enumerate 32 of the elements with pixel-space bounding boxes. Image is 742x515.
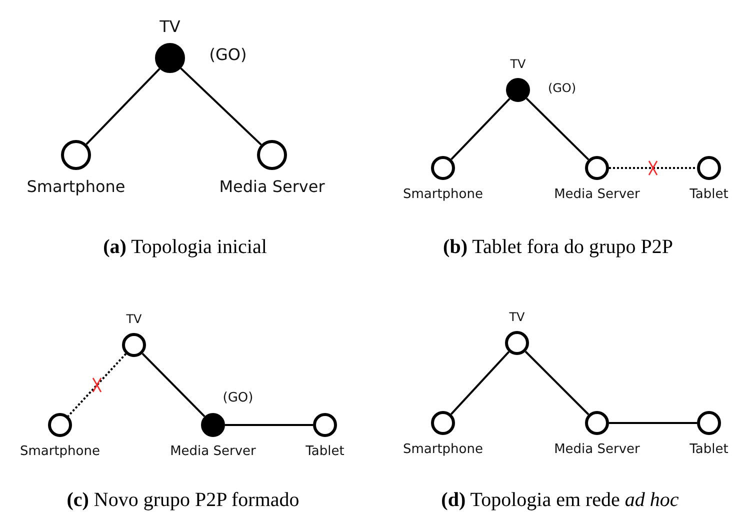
connector-line <box>609 167 697 169</box>
node-label: Smartphone <box>402 441 483 458</box>
node-label: Smartphone <box>26 176 126 197</box>
connector-line <box>526 98 590 160</box>
node-label: Media Server <box>554 186 640 203</box>
connector-line <box>524 350 590 416</box>
node-label: Tablet <box>690 186 728 203</box>
node-annotation: (GO) <box>548 80 576 97</box>
connector-line <box>86 68 160 145</box>
connector-line <box>225 424 313 426</box>
connector-line <box>142 352 206 418</box>
connector-line <box>450 351 510 415</box>
node-label: Media Server <box>170 443 256 460</box>
node-label: TV <box>509 309 525 325</box>
node-label: Smartphone <box>402 186 483 203</box>
node-label: Media Server <box>219 176 325 197</box>
connector-line <box>67 353 127 417</box>
subfigure-caption: (a) Topologia inicial <box>103 235 267 260</box>
connector-line <box>180 68 262 146</box>
node-label: TV <box>510 56 526 72</box>
node-annotation: (GO) <box>222 389 254 408</box>
subfigure-caption: (c) Novo grupo P2P formado <box>66 488 300 513</box>
node-label: Smartphone <box>20 443 100 460</box>
subfigure-caption: (d) Topologia em rede ad hoc <box>441 488 679 513</box>
subfigure-caption: (b) Tablet fora do grupo P2P <box>443 235 673 260</box>
node-label: Tablet <box>690 441 728 458</box>
node-label: TV <box>160 16 180 37</box>
node-label: Tablet <box>306 443 344 460</box>
node-label: TV <box>126 311 142 327</box>
node-annotation: (GO) <box>209 44 247 66</box>
connector-line <box>609 422 697 424</box>
node-label: Media Server <box>554 441 640 458</box>
